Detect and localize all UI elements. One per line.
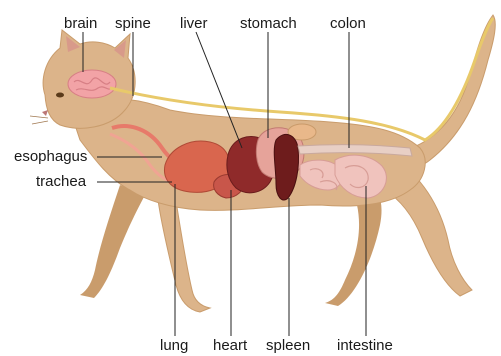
brain-organ — [68, 70, 116, 98]
label-stomach: stomach — [240, 15, 297, 33]
label-colon: colon — [330, 15, 366, 33]
label-brain: brain — [64, 15, 97, 33]
cat-eye — [56, 93, 64, 98]
label-spine: spine — [115, 15, 151, 33]
label-spleen: spleen — [266, 337, 310, 355]
label-heart: heart — [213, 337, 247, 355]
label-liver: liver — [180, 15, 208, 33]
label-lung: lung — [160, 337, 188, 355]
label-trachea: trachea — [36, 173, 86, 191]
label-esophagus: esophagus — [14, 148, 87, 166]
label-intestine: intestine — [337, 337, 393, 355]
